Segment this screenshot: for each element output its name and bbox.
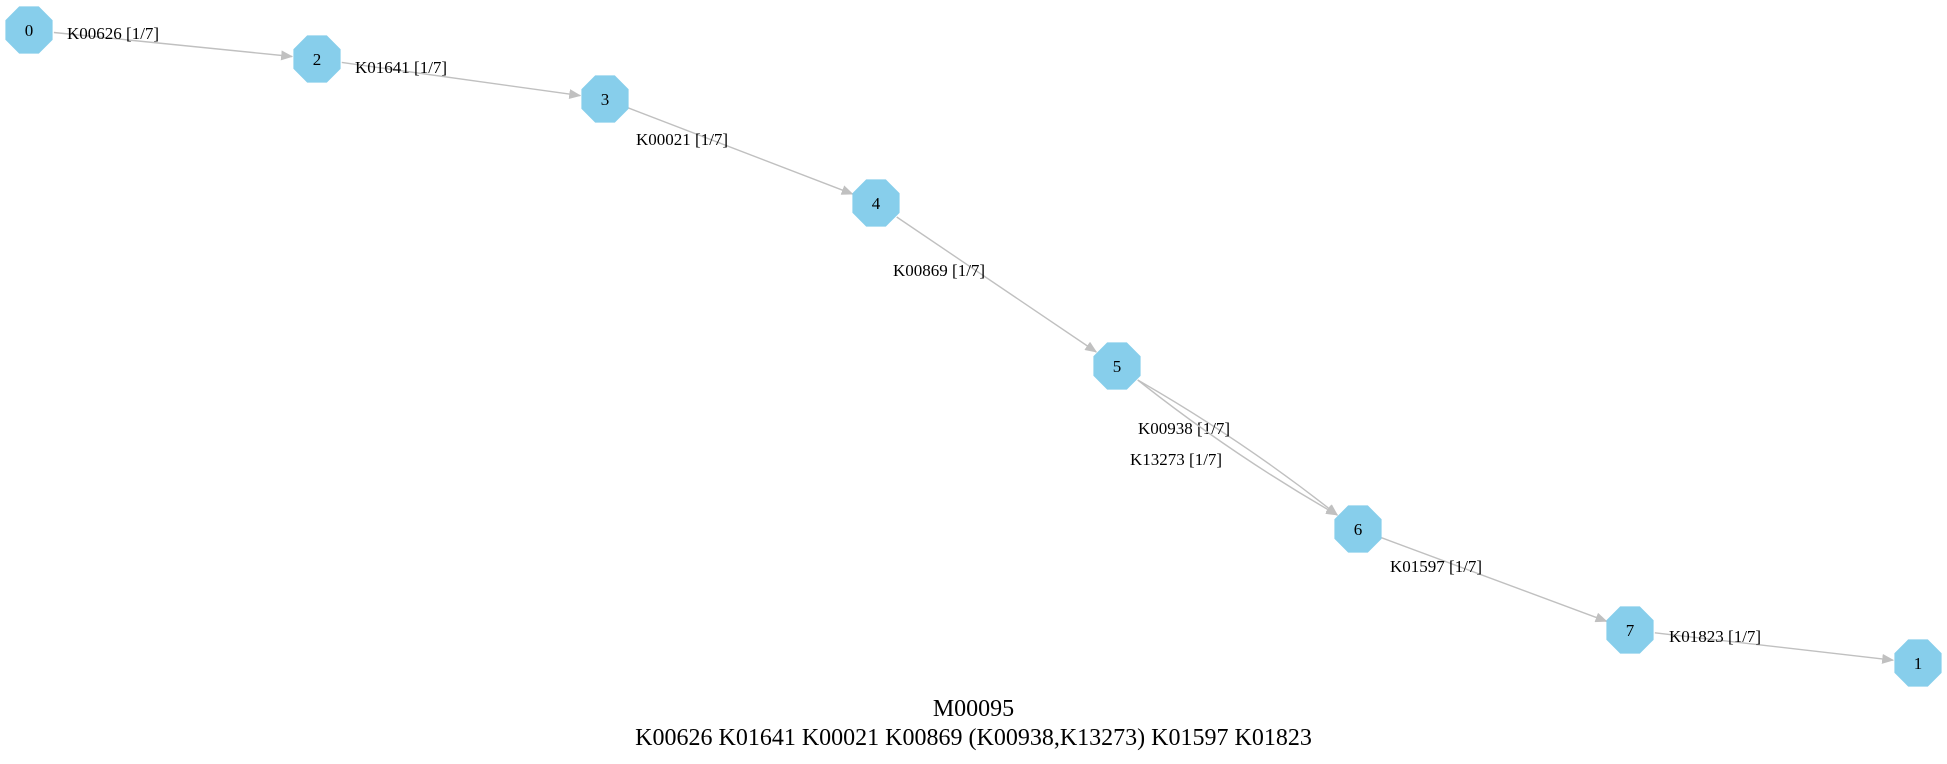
- node-label: 0: [25, 21, 34, 40]
- node-5: 5: [1093, 342, 1141, 390]
- edge-arrow: [628, 107, 854, 195]
- edge-arrow: [1381, 537, 1608, 623]
- edge-7-to-1: K01823 [1/7]: [1654, 627, 1895, 664]
- module-id-caption: M00095: [932, 696, 1015, 722]
- edge-3-to-4: K00021 [1/7]: [628, 107, 854, 195]
- edge-arrow: [341, 61, 582, 100]
- node-4: 4: [852, 179, 900, 227]
- node-label: 1: [1914, 654, 1923, 673]
- module-definition-caption: K00626 K01641 K00021 K00869 (K00938,K132…: [635, 725, 1312, 751]
- node-label: 7: [1626, 621, 1635, 640]
- edge-5-to-6: K00938 [1/7]: [1137, 379, 1339, 516]
- edge-label: K00938 [1/7]: [1138, 419, 1230, 438]
- octagon-node-shape: [5, 6, 53, 54]
- node-label: 5: [1113, 357, 1122, 376]
- edge-0-to-2: K00626 [1/7]: [53, 24, 294, 61]
- edge-arrow: [53, 31, 294, 61]
- edge-2-to-3: K01641 [1/7]: [341, 58, 582, 100]
- octagon-node-shape: [1894, 639, 1942, 687]
- node-label: 3: [601, 90, 610, 109]
- edge-4-to-5: K00869 [1/7]: [893, 216, 1098, 353]
- node-0: 0: [5, 6, 53, 54]
- edge-label: K00869 [1/7]: [893, 261, 985, 280]
- node-6: 6: [1334, 505, 1382, 553]
- edge-label: K01823 [1/7]: [1669, 627, 1761, 646]
- edge-label: K00626 [1/7]: [67, 24, 159, 43]
- edge-arrow: [1137, 379, 1339, 516]
- edge-6-to-7: K01597 [1/7]: [1381, 537, 1608, 623]
- node-label: 2: [313, 50, 322, 69]
- edge-5-to-6: K13273 [1/7]: [1130, 379, 1339, 516]
- node-2: 2: [293, 35, 341, 83]
- node-7: 7: [1606, 606, 1654, 654]
- node-label: 6: [1354, 520, 1363, 539]
- node-3: 3: [581, 75, 629, 123]
- octagon-node-shape: [581, 75, 629, 123]
- edge-label: K01641 [1/7]: [355, 58, 447, 77]
- node-label: 4: [872, 194, 881, 213]
- edge-label: K00021 [1/7]: [636, 130, 728, 149]
- edge-arrow: [896, 216, 1098, 353]
- octagon-node-shape: [852, 179, 900, 227]
- octagon-node-shape: [1334, 505, 1382, 553]
- octagon-node-shape: [1093, 342, 1141, 390]
- edge-label: K01597 [1/7]: [1390, 557, 1482, 576]
- octagon-node-shape: [293, 35, 341, 83]
- node-1: 1: [1894, 639, 1942, 687]
- edge-label: K13273 [1/7]: [1130, 450, 1222, 469]
- edge-arrow: [1654, 632, 1895, 664]
- octagon-node-shape: [1606, 606, 1654, 654]
- edge-arrow: [1137, 379, 1339, 516]
